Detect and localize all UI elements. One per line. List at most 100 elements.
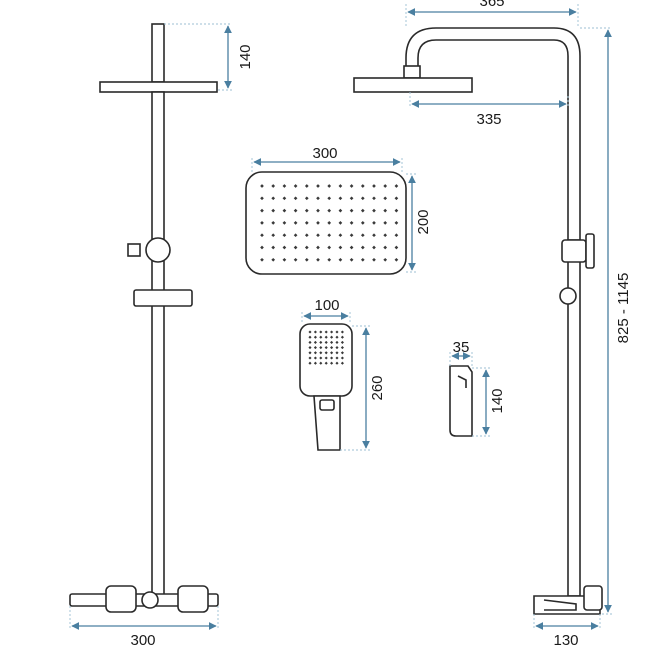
hand-nozzle	[335, 335, 339, 339]
rain-nozzle	[349, 257, 354, 262]
hand-nozzle	[335, 351, 339, 355]
rain-nozzle	[394, 184, 399, 188]
label-arm-reach: 365	[479, 0, 504, 10]
rain-nozzle	[271, 208, 276, 213]
rain-nozzle	[349, 196, 354, 201]
hand-nozzle	[319, 340, 323, 344]
hand-nozzle	[308, 330, 312, 334]
hand-nozzle	[340, 330, 344, 334]
rain-nozzle	[271, 245, 276, 250]
hand-nozzle	[330, 351, 334, 355]
dim-base-front-width: 300	[69, 606, 219, 649]
rain-nozzle	[360, 221, 365, 225]
hand-shower-handle	[313, 395, 341, 451]
rain-nozzle	[260, 208, 264, 213]
rain-nozzle	[260, 233, 264, 238]
hand-nozzle	[313, 346, 317, 350]
front-view	[69, 23, 219, 613]
hand-nozzle	[335, 356, 339, 360]
dim-holder-width: 35	[449, 339, 473, 366]
rain-nozzle	[282, 233, 287, 238]
rain-nozzle	[338, 184, 343, 188]
label-head-depth: 200	[415, 209, 432, 234]
dim-head-depth: 200	[406, 173, 432, 273]
hand-nozzle	[330, 346, 334, 350]
hand-nozzle	[330, 361, 334, 365]
front-riser-pipe	[151, 91, 165, 603]
label-hand-length: 260	[369, 375, 386, 400]
hand-shower	[299, 323, 353, 451]
hand-nozzle	[313, 361, 317, 365]
rain-nozzle	[304, 245, 309, 250]
front-mixer-knob-left	[105, 585, 137, 613]
rain-nozzle	[383, 196, 388, 201]
rain-nozzle	[327, 208, 332, 213]
hand-nozzle	[324, 340, 328, 344]
rain-nozzle	[394, 257, 399, 262]
hand-nozzle	[335, 330, 339, 334]
dim-head-length: 335	[409, 92, 569, 128]
rain-nozzle	[394, 208, 399, 213]
dim-hand-width: 100	[301, 297, 351, 324]
rain-nozzle	[372, 245, 376, 250]
rain-nozzle	[260, 196, 264, 201]
rain-nozzle	[282, 208, 287, 213]
rain-nozzle	[271, 221, 276, 225]
hand-nozzle	[330, 335, 334, 339]
side-mixer-spout	[543, 599, 577, 611]
rain-nozzle	[327, 233, 332, 238]
rain-nozzle	[282, 245, 287, 250]
hand-nozzle	[340, 351, 344, 355]
rain-nozzle	[383, 208, 388, 213]
rain-nozzle	[316, 196, 320, 201]
rain-nozzle	[304, 196, 309, 201]
hand-nozzle	[324, 356, 328, 360]
rain-nozzle	[360, 233, 365, 238]
rain-nozzle	[383, 245, 388, 250]
hand-nozzle	[340, 340, 344, 344]
rain-nozzle	[271, 257, 276, 262]
hand-nozzle	[324, 335, 328, 339]
rain-nozzle	[282, 196, 287, 201]
hand-nozzle	[308, 351, 312, 355]
side-diverter-knob	[585, 233, 595, 269]
front-shower-head	[99, 81, 218, 93]
rain-nozzle	[271, 233, 276, 238]
rain-nozzle	[338, 257, 343, 262]
hand-nozzle	[324, 346, 328, 350]
front-diverter	[145, 237, 171, 263]
rain-nozzle	[293, 233, 298, 238]
rain-nozzle	[304, 221, 309, 225]
rain-nozzle	[293, 221, 298, 225]
label-total-height: 825 - 1145	[615, 273, 632, 344]
rain-nozzle	[304, 257, 309, 262]
hand-nozzle	[324, 330, 328, 334]
hand-nozzle	[319, 351, 323, 355]
rain-nozzle	[360, 196, 365, 201]
label-holder-width: 35	[453, 339, 470, 356]
label-base-side-width: 130	[553, 632, 578, 649]
label-base-front-width: 300	[130, 632, 155, 649]
hand-nozzle	[330, 356, 334, 360]
rain-nozzle	[349, 245, 354, 250]
side-arm-outer	[405, 27, 581, 240]
side-diverter-body	[561, 239, 587, 263]
rain-nozzle	[316, 233, 320, 238]
front-diverter-knob	[127, 243, 141, 257]
rain-head-top-view	[245, 171, 407, 275]
hand-nozzle	[308, 361, 312, 365]
side-shower-head	[353, 77, 473, 93]
front-mixer-center	[141, 591, 159, 609]
rain-nozzle	[383, 233, 388, 238]
rain-nozzle	[338, 208, 343, 213]
rain-nozzle	[293, 257, 298, 262]
rain-nozzle	[316, 221, 320, 225]
rain-nozzle	[372, 257, 376, 262]
rain-nozzle	[327, 257, 332, 262]
rain-nozzle	[282, 221, 287, 225]
hand-nozzle	[313, 356, 317, 360]
side-head-connector	[403, 65, 421, 79]
rain-nozzle	[304, 184, 309, 188]
rain-nozzle	[282, 257, 287, 262]
